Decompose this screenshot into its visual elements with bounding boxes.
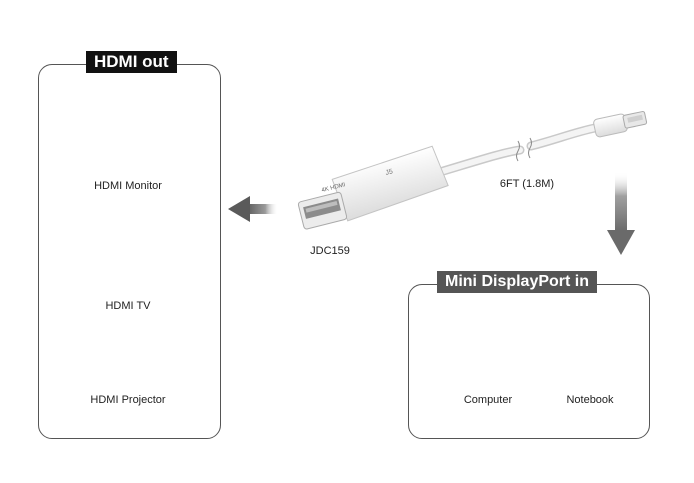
mini-displayport-in-title: Mini DisplayPort in: [437, 271, 598, 293]
hdmi-monitor-label: HDMI Monitor: [94, 180, 162, 192]
adapter-cable: J5 4K HDMI: [297, 111, 648, 230]
hdmi-projector-label: HDMI Projector: [90, 394, 166, 406]
hdmi-out-title: HDMI out: [86, 51, 177, 73]
hdmi-tv-label: HDMI TV: [105, 300, 151, 312]
notebook-label: Notebook: [566, 394, 614, 406]
mini-displayport-in-panel: [408, 284, 650, 439]
computer-label: Computer: [463, 394, 513, 406]
output-arrow-left: [228, 196, 278, 222]
input-arrow-down: [607, 172, 635, 255]
hdmi-out-panel: [38, 64, 221, 439]
cable-model-label: JDC159: [310, 245, 350, 257]
cable-length-label: 6FT (1.8M): [499, 178, 555, 190]
brand-logo: J5: [385, 168, 394, 177]
plug-text: 4K HDMI: [321, 182, 346, 194]
